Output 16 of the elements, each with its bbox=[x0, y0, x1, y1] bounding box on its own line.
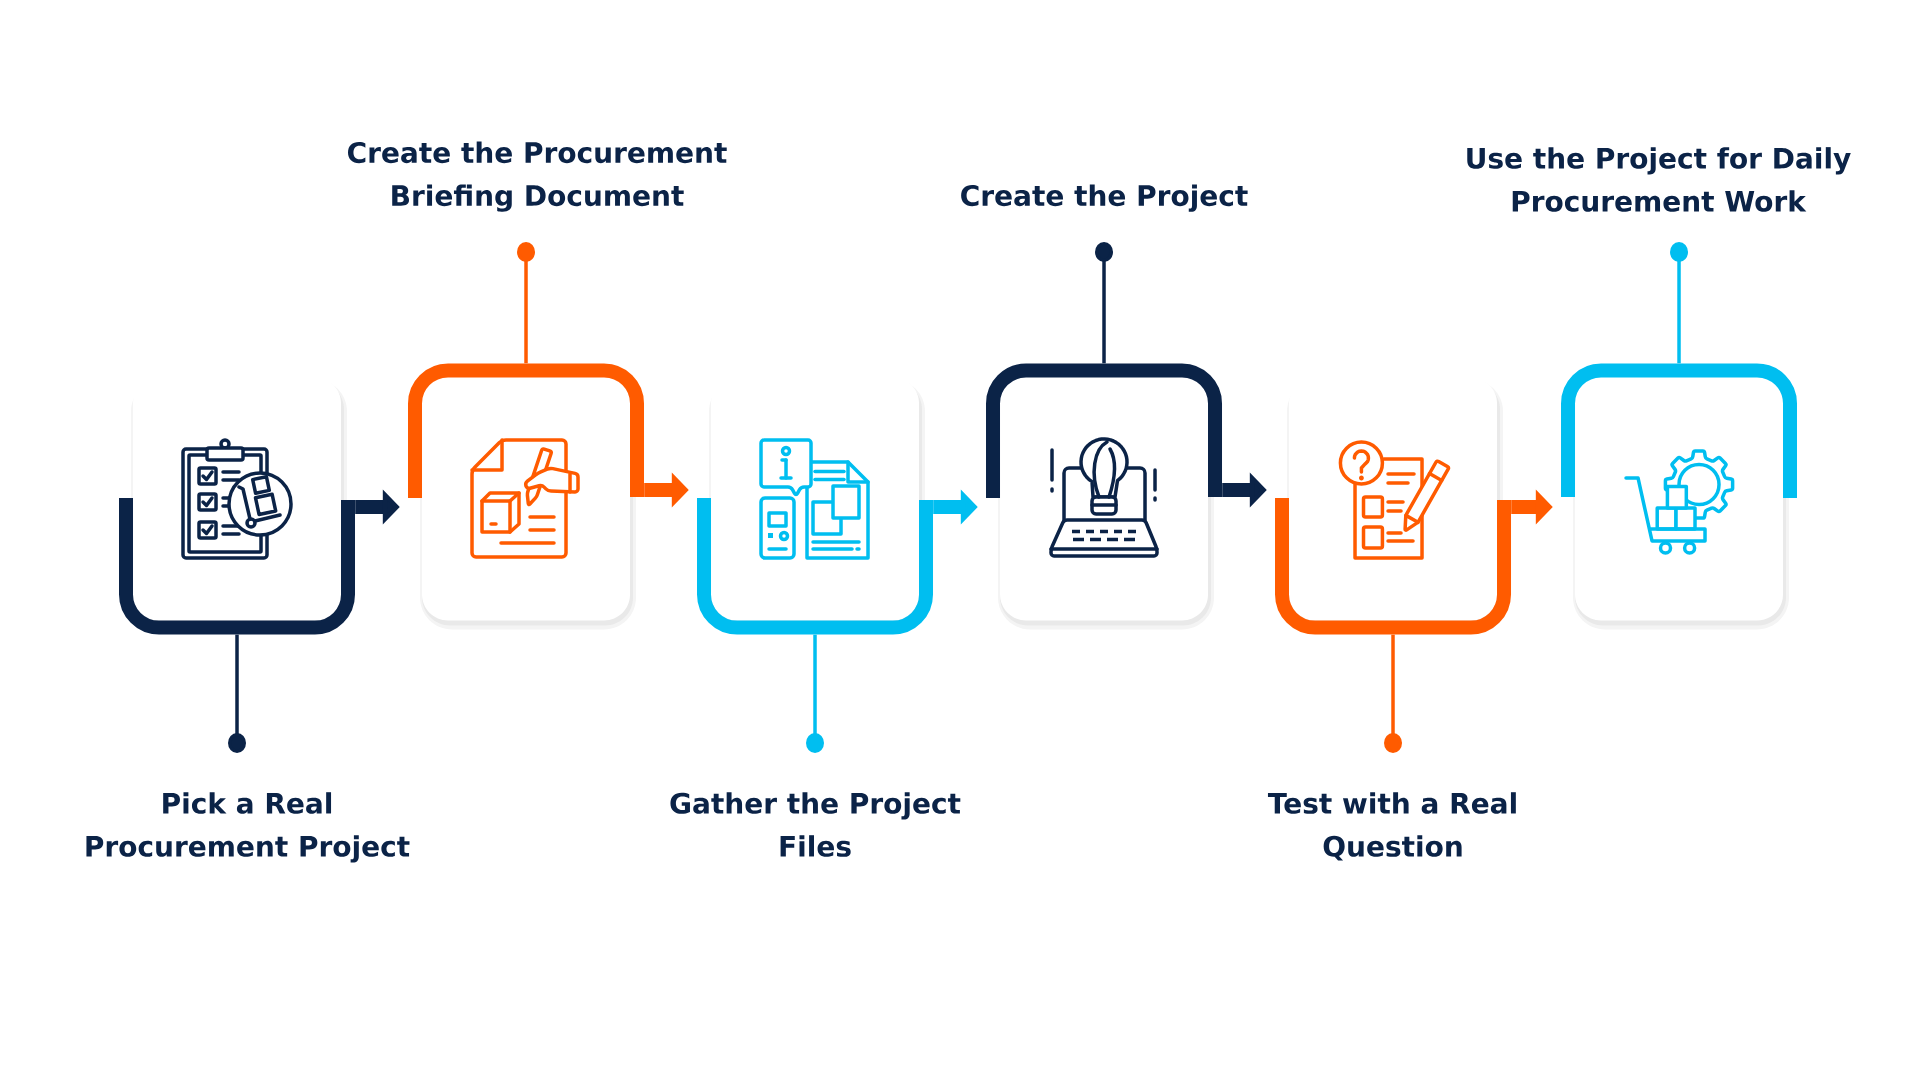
step-card bbox=[1275, 377, 1511, 635]
step-heading: Use the Project for Daily Procurement Work bbox=[1467, 147, 1851, 212]
step-heading: Gather the Project Files bbox=[670, 792, 961, 857]
step-card bbox=[986, 363, 1222, 630]
leader-line bbox=[1670, 242, 1688, 364]
leader-line bbox=[1095, 242, 1113, 364]
leader-line bbox=[806, 634, 824, 753]
leader-line bbox=[228, 634, 246, 753]
step-heading: Create the Project bbox=[961, 184, 1248, 212]
step-heading: Test with a Real Question bbox=[1267, 792, 1516, 861]
step-card bbox=[1561, 363, 1797, 630]
leader-line bbox=[517, 242, 535, 364]
step-card bbox=[408, 363, 644, 630]
leader-line bbox=[1384, 634, 1402, 753]
step-heading: Create the Procurement Briefing Document bbox=[348, 141, 727, 212]
step-heading: Pick a Real Procurement Project bbox=[86, 792, 410, 863]
